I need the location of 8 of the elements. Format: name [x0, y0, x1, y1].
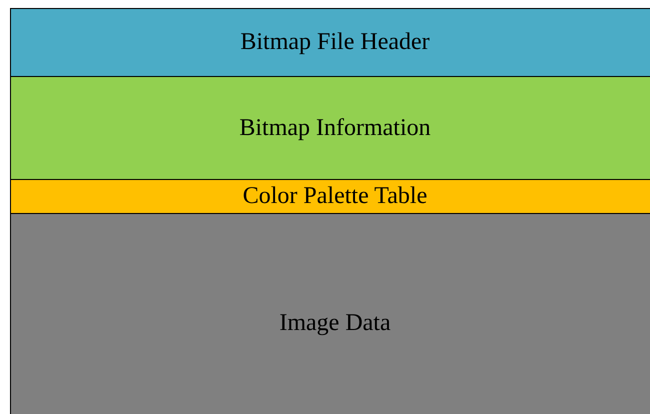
band-label: Image Data [279, 310, 391, 336]
section-band [10, 76, 650, 180]
band-label: Bitmap File Header [240, 29, 430, 56]
section-band [10, 8, 650, 77]
section-band [10, 213, 650, 414]
band-label: Color Palette Table [242, 183, 428, 210]
section-band [10, 179, 650, 214]
band-label: Bitmap Information [239, 114, 431, 142]
